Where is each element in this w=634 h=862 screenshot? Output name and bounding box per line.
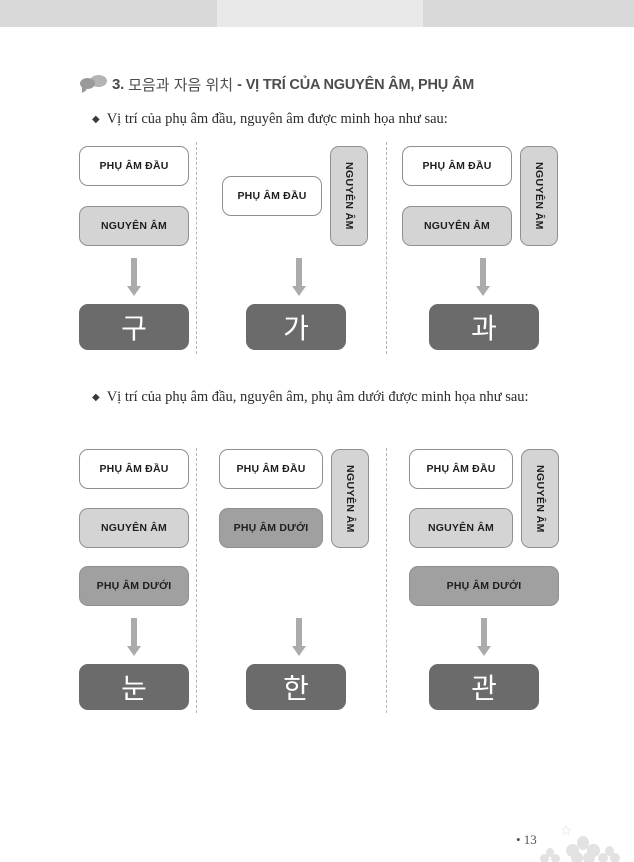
divider-2b — [386, 448, 387, 713]
banner-segment-center — [217, 0, 423, 27]
result-syllable: 관 — [429, 664, 539, 710]
box-initial-consonant: PHỤ ÂM ĐẦU — [402, 146, 512, 186]
box-initial-consonant: PHỤ ÂM ĐẦU — [409, 449, 513, 489]
box-vowel-vertical-label: NGUYÊN ÂM — [343, 162, 355, 230]
bullet-item-1: ◆ Vị trí của phụ âm đầu, nguyên âm được … — [92, 110, 448, 129]
arrow-down-icon — [127, 618, 141, 658]
box-initial-consonant: PHỤ ÂM ĐẦU — [222, 176, 322, 216]
box-final-consonant-wide: PHỤ ÂM DƯỚI — [409, 566, 559, 606]
bullet-text-2: Vị trí của phụ âm đầu, nguyên âm, phụ âm… — [106, 389, 529, 405]
divider-1b — [386, 142, 387, 354]
box-vowel-vertical: NGUYÊN ÂM — [520, 146, 558, 246]
box-initial-consonant: PHỤ ÂM ĐẦU — [79, 449, 189, 489]
box-vowel: NGUYÊN ÂM — [79, 508, 189, 548]
box-vowel-vertical-label: NGUYÊN ÂM — [344, 464, 356, 533]
result-syllable: 과 — [429, 304, 539, 350]
box-vowel-vertical-label: NGUYÊN ÂM — [533, 162, 545, 230]
box-vowel-vertical: NGUYÊN ÂM — [331, 449, 369, 548]
star-outline-icon: ☆ — [560, 822, 573, 838]
top-banner — [0, 0, 634, 27]
arrow-down-icon — [477, 618, 491, 658]
page-number: • 13 — [516, 832, 537, 847]
box-final-consonant: PHỤ ÂM DƯỚI — [79, 566, 189, 606]
box-final-consonant: PHỤ ÂM DƯỚI — [219, 508, 323, 548]
banner-segment-right — [423, 0, 634, 27]
divider-2a — [196, 448, 197, 713]
cherry-blossom-icon — [566, 836, 600, 862]
box-vowel: NGUYÊN ÂM — [402, 206, 512, 246]
bullet-text-1: Vị trí của phụ âm đầu, nguyên âm được mi… — [106, 111, 448, 127]
result-syllable: 눈 — [79, 664, 189, 710]
arrow-down-icon — [292, 258, 306, 298]
bullet-marker-icon: ◆ — [92, 114, 100, 125]
arrow-down-icon — [127, 258, 141, 298]
heading-separator: - — [237, 76, 242, 93]
result-syllable: 한 — [246, 664, 346, 710]
heading-vietnamese: VỊ TRÍ CỦA NGUYÊN ÂM, PHỤ ÂM — [245, 76, 474, 93]
heading-korean: 모음과 자음 위치 — [128, 77, 234, 94]
section-heading: 3. 모음과 자음 위치 - VỊ TRÍ CỦA NGUYÊN ÂM, PHỤ… — [80, 74, 474, 95]
cherry-blossom-tiny-icon — [598, 846, 620, 862]
arrow-down-icon — [476, 258, 490, 298]
result-syllable: 가 — [246, 304, 346, 350]
box-initial-consonant: PHỤ ÂM ĐẦU — [219, 449, 323, 489]
box-vowel: NGUYÊN ÂM — [79, 206, 189, 246]
box-vowel: NGUYÊN ÂM — [409, 508, 513, 548]
bullet-item-2: ◆ Vị trí của phụ âm đầu, nguyên âm, phụ … — [92, 388, 582, 407]
divider-1a — [196, 142, 197, 354]
banner-segment-left — [0, 0, 217, 27]
box-initial-consonant: PHỤ ÂM ĐẦU — [79, 146, 189, 186]
cherry-blossom-small-icon — [540, 848, 560, 862]
speech-bubbles-icon — [80, 74, 108, 95]
box-vowel-vertical-label: NGUYÊN ÂM — [534, 464, 546, 533]
result-syllable: 구 — [79, 304, 189, 350]
heading-number: 3. — [112, 76, 125, 93]
bullet-marker-icon: ◆ — [92, 392, 100, 403]
box-vowel-vertical: NGUYÊN ÂM — [330, 146, 368, 246]
arrow-down-icon — [292, 618, 306, 658]
box-vowel-vertical: NGUYÊN ÂM — [521, 449, 559, 548]
